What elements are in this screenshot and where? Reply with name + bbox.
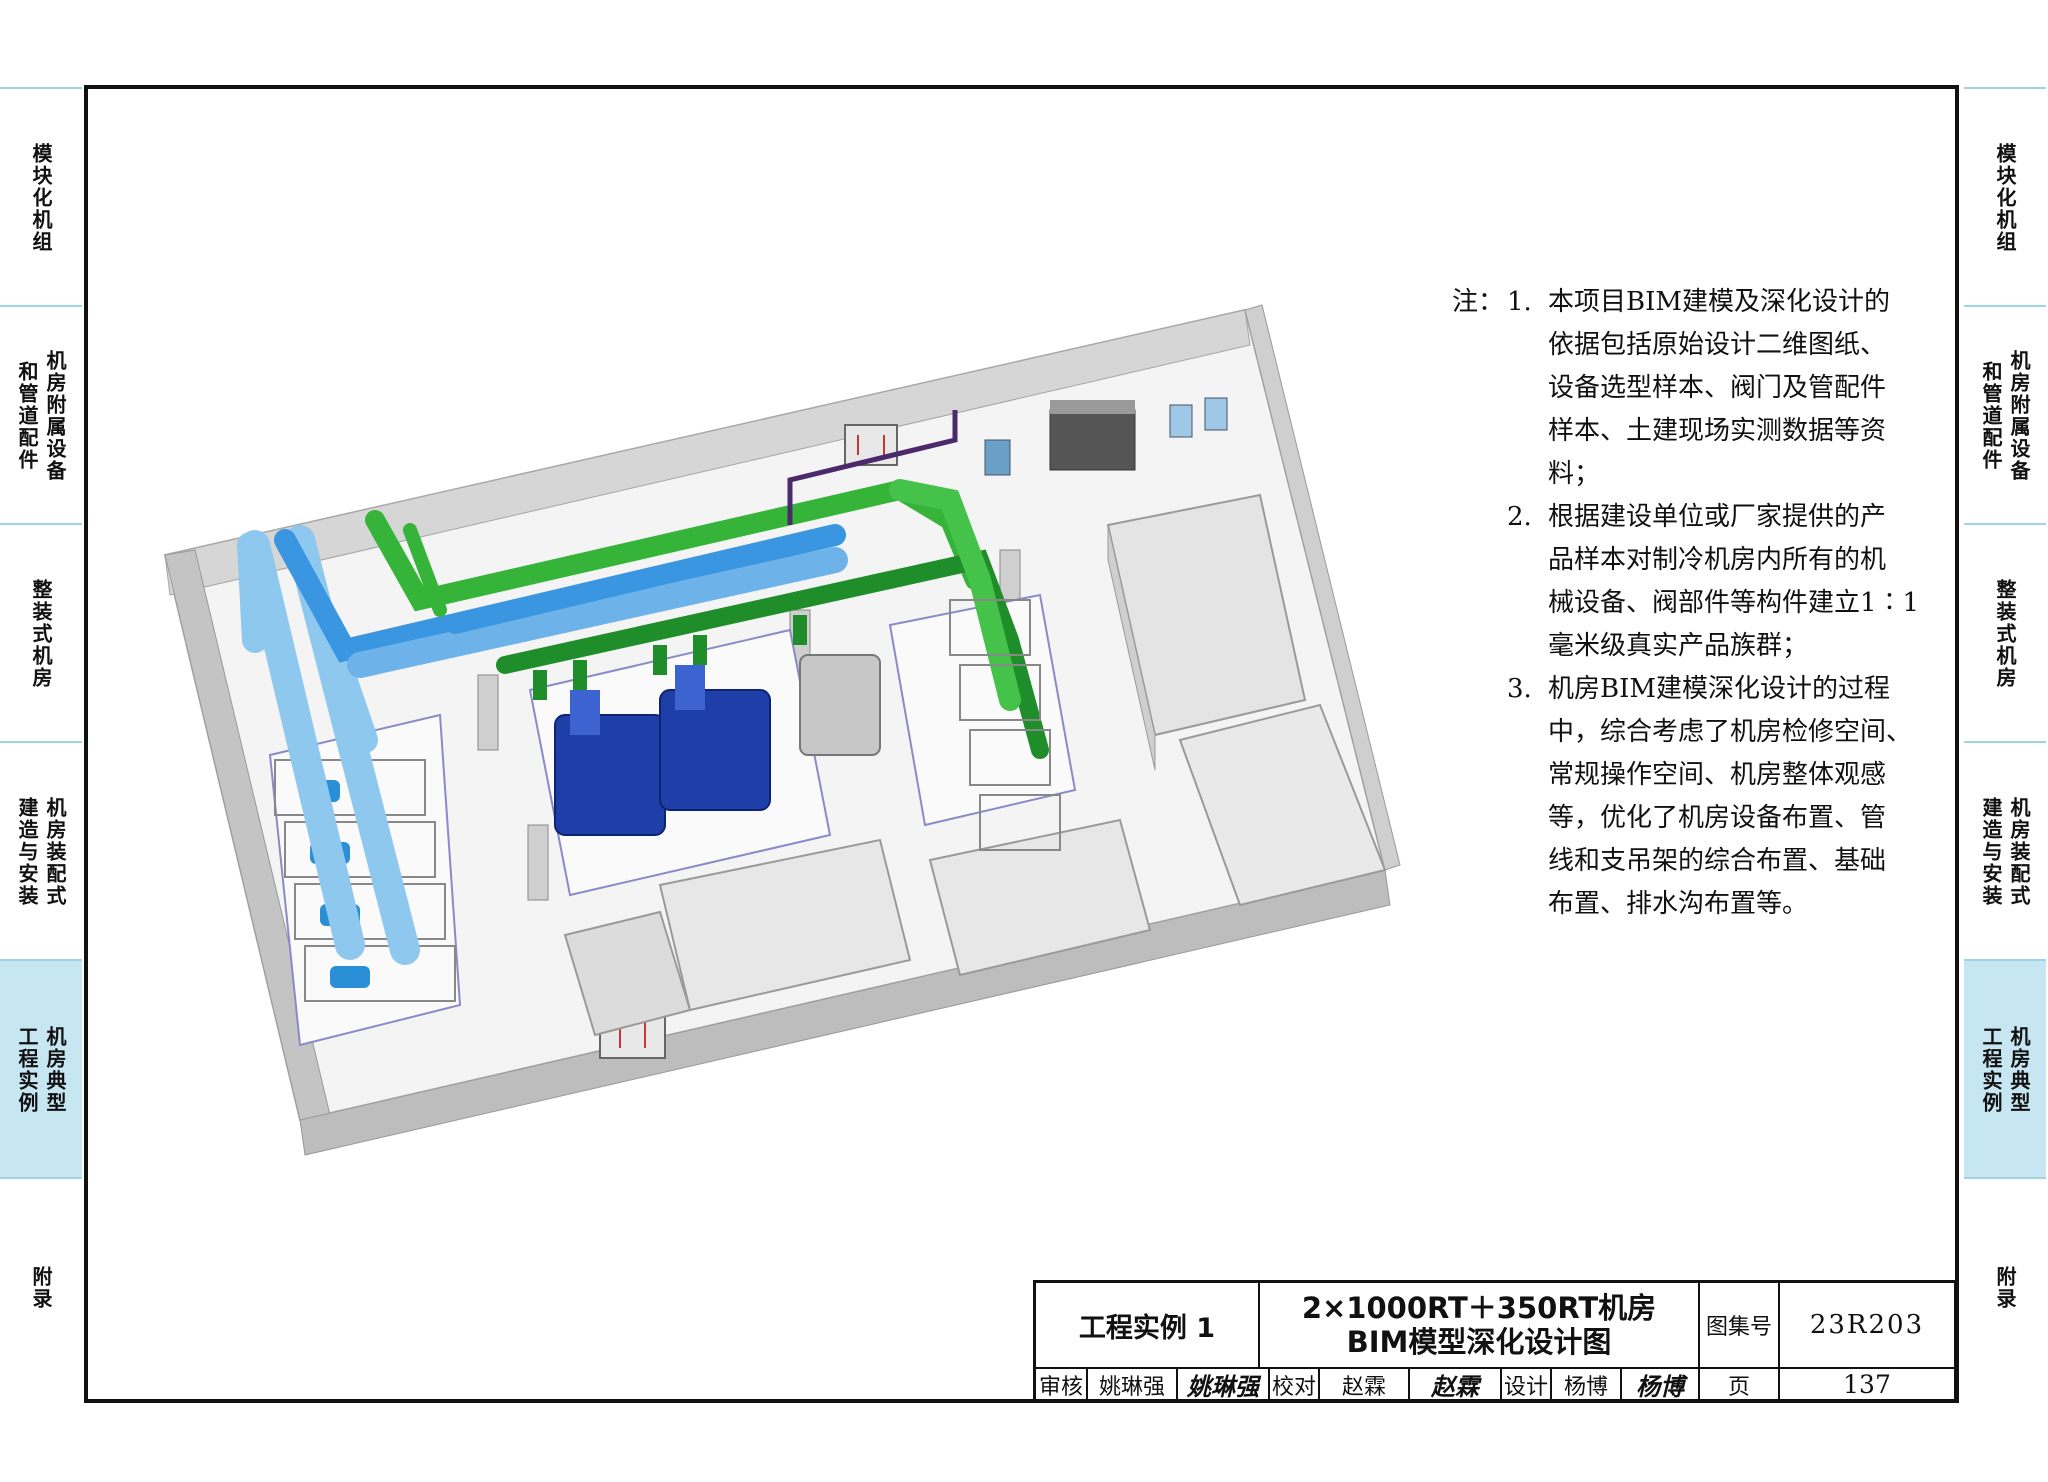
design-label: 设计	[1500, 1367, 1550, 1400]
check-label: 校对	[1268, 1367, 1318, 1400]
designer-name: 杨博	[1550, 1367, 1620, 1400]
side-tab-label: 工程实例	[15, 1026, 39, 1114]
pump-group	[949, 599, 1061, 851]
side-tab-packaged-room[interactable]: 整装式机房	[1964, 523, 2046, 743]
side-tab-label: 机房附属设备	[43, 350, 67, 482]
side-room	[1178, 703, 1387, 907]
water-treatment-equipment	[984, 397, 1228, 476]
drawing-title: 2×1000RT＋350RT机房 BIM模型深化设计图	[1258, 1283, 1698, 1367]
side-tab-label: 建造与安装	[1979, 797, 2003, 907]
chiller-unit-small	[799, 654, 881, 756]
note-line: 中，综合考虑了机房检修空间、	[1548, 717, 1913, 747]
note-line: 常规操作空间、机房整体观感	[1548, 760, 1887, 790]
page-label: 页	[1698, 1367, 1778, 1400]
side-tab-typical-cases[interactable]: 机房典型工程实例	[0, 959, 82, 1179]
note-line: 本项目BIM建模及深化设计的	[1548, 287, 1890, 317]
side-tab-label: 整装式机房	[29, 579, 53, 689]
partition-room	[563, 910, 692, 1037]
note-line: 等，优化了机房设备布置、管	[1548, 803, 1887, 833]
reviewer-signature: 姚琳强	[1176, 1367, 1268, 1401]
makeup-water-pipe	[787, 410, 958, 525]
note-line: 线和支吊架的综合布置、基础	[1548, 846, 1887, 876]
note-number: 2.	[1507, 502, 1532, 532]
side-tab-label: 机房装配式	[2007, 797, 2031, 907]
note-line: 设备选型样本、阀门及管配件	[1548, 373, 1887, 403]
side-tab-modular-units[interactable]: 模块化机组	[0, 87, 82, 307]
side-tab-label: 工程实例	[1979, 1026, 2003, 1114]
note-line: 械设备、阀部件等构件建立1∶1	[1548, 588, 1920, 618]
note-line: 毫米级真实产品族群；	[1548, 631, 1809, 661]
note-line: 机房BIM建模深化设计的过程	[1548, 674, 1890, 704]
side-tab-label: 附录	[1993, 1266, 2017, 1310]
right-wall	[1244, 304, 1401, 871]
drawing-title-line1: 2×1000RT＋350RT机房	[1301, 1291, 1657, 1325]
note-line: 依据包括原始设计二维图纸、	[1548, 330, 1887, 360]
chiller-unit	[554, 689, 771, 836]
side-tab-appendix[interactable]: 附录	[0, 1177, 82, 1397]
partition-room	[928, 818, 1152, 977]
side-tab-label: 整装式机房	[1993, 579, 2017, 689]
side-tab-label: 和管道配件	[1979, 361, 2003, 471]
note-line: 料；	[1548, 459, 1601, 489]
project-name: 工程实例 1	[1078, 1312, 1216, 1344]
note-line: 样本、土建现场实测数据等资	[1548, 416, 1887, 446]
side-tab-label: 建造与安装	[15, 797, 39, 907]
note-line: 根据建设单位或厂家提供的产	[1548, 502, 1887, 532]
title-block: 工程实例 1 2×1000RT＋350RT机房 BIM模型深化设计图 图集号 2…	[1033, 1280, 1957, 1403]
atlas-number: 23R203	[1778, 1283, 1954, 1367]
back-wall	[164, 309, 1251, 596]
note-line: 布置、排水沟布置等。	[1548, 889, 1809, 919]
designer-signature: 杨博	[1620, 1367, 1698, 1401]
page-number: 137	[1778, 1367, 1954, 1400]
side-tab-label: 机房装配式	[43, 797, 67, 907]
side-tab-modular-units[interactable]: 模块化机组	[1964, 87, 2046, 307]
side-tab-label: 机房典型	[2007, 1026, 2031, 1114]
side-tab-label: 机房附属设备	[2007, 350, 2031, 482]
note-item: 3. 机房BIM建模深化设计的过程 中，综合考虑了机房检修空间、 常规操作空间、…	[1452, 668, 1932, 926]
checker-signature: 赵霖	[1408, 1367, 1500, 1401]
note-number: 3.	[1507, 674, 1532, 704]
drawing-frame	[84, 85, 1959, 1403]
chilled-water-pipes	[274, 524, 848, 678]
atlas-label: 图集号	[1698, 1283, 1778, 1367]
column	[477, 674, 499, 751]
side-tab-appendix[interactable]: 附录	[1964, 1177, 2046, 1397]
review-label: 审核	[1036, 1367, 1086, 1400]
side-tab-prefab-install[interactable]: 机房装配式建造与安装	[1964, 741, 2046, 961]
note-item: 2. 根据建设单位或厂家提供的产 品样本对制冷机房内所有的机 械设备、阀部件等构…	[1452, 496, 1932, 668]
column	[527, 824, 549, 901]
side-tab-packaged-room[interactable]: 整装式机房	[0, 523, 82, 743]
side-tab-typical-cases[interactable]: 机房典型工程实例	[1964, 959, 2046, 1179]
note-line: 品样本对制冷机房内所有的机	[1548, 545, 1887, 575]
partition-room	[658, 838, 912, 1012]
side-tab-label: 模块化机组	[29, 143, 53, 253]
cooling-water-pipes	[533, 615, 807, 700]
side-tab-label: 机房典型	[43, 1026, 67, 1114]
note-item: 注： 1. 本项目BIM建模及深化设计的 依据包括原始设计二维图纸、 设备选型样…	[1452, 281, 1932, 496]
side-tab-label: 附录	[29, 1266, 53, 1310]
checker-name: 赵霖	[1318, 1367, 1408, 1400]
side-tab-prefab-install[interactable]: 机房装配式建造与安装	[0, 741, 82, 961]
side-tab-accessories[interactable]: 机房附属设备和管道配件	[0, 305, 82, 525]
side-tab-label: 和管道配件	[15, 361, 39, 471]
side-tab-label: 模块化机组	[1993, 143, 2017, 253]
side-tab-accessories[interactable]: 机房附属设备和管道配件	[1964, 305, 2046, 525]
notes-label: 注：	[1452, 287, 1505, 317]
note-number: 1.	[1507, 287, 1532, 317]
notes-section: 注： 1. 本项目BIM建模及深化设计的 依据包括原始设计二维图纸、 设备选型样…	[1452, 281, 1932, 926]
drawing-title-line2: BIM模型深化设计图	[1346, 1325, 1612, 1359]
reviewer-name: 姚琳强	[1086, 1367, 1176, 1400]
